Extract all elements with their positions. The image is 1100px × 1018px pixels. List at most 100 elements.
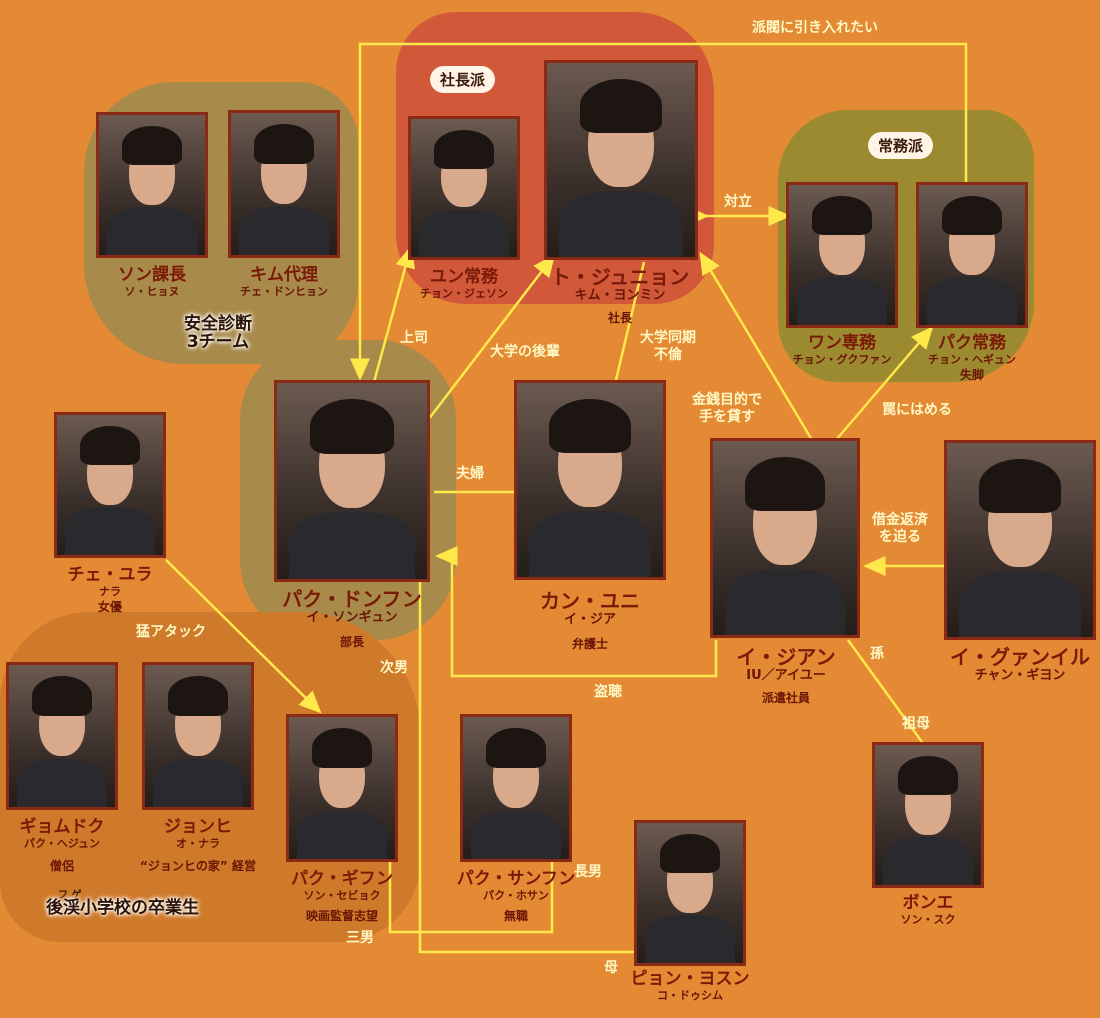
actor-parkjm: チョン・ヘギュン — [928, 352, 1016, 366]
caption-do: ト・ジュニョン キム・ヨンミン 社長 — [551, 266, 690, 326]
label-debt-line2: を迫る — [879, 528, 921, 545]
safety-team-tag: 安全診断 3チーム — [184, 314, 252, 352]
label-junior: 大学の後輩 — [490, 344, 560, 360]
label-loan-line1: 金銭目的で — [692, 392, 762, 408]
name-kim: キム代理 — [250, 265, 318, 285]
caption-gyeom: ギョムドク パク・ヘジュン 僧侶 — [19, 817, 105, 874]
caption-kim: キム代理 チェ・ドンヒョン — [240, 265, 328, 298]
name-gwang: イ・グァンイル — [950, 645, 1090, 669]
label-wiretap: 盗聴 — [594, 684, 622, 700]
role-yura: 女優 — [97, 600, 122, 615]
actor-bonge: ソン・スク — [900, 912, 956, 926]
label-affair-line2: 不倫 — [654, 346, 682, 363]
name-gihun: パク・ギフン — [291, 869, 393, 889]
caption-donghun: パク・ドンフン イ・ソンギュン 部長 — [282, 588, 421, 650]
photo-donghun — [274, 380, 430, 582]
photo-jeonghi — [142, 662, 254, 810]
label-affair: 大学同期 不倫 — [640, 330, 696, 364]
photo-yura — [54, 412, 166, 558]
safety-team-line2: 3チーム — [186, 331, 250, 352]
alumni-furigana: フ ゲ — [58, 890, 82, 901]
actor-byeon: コ・ドゥシム — [657, 988, 723, 1002]
name-sanghun: パク・サンフン — [456, 869, 576, 889]
name-parkjm: パク常務 — [938, 333, 1006, 353]
photo-yun — [408, 116, 520, 260]
actor-kim: チェ・ドンヒョン — [240, 284, 328, 298]
name-bonge: ボンエ — [902, 893, 954, 913]
caption-kang: カン・ユニ イ・ジア 弁護士 — [540, 590, 640, 652]
photo-gwang — [944, 440, 1096, 640]
label-oppose: 対立 — [724, 194, 752, 210]
photo-jian — [710, 438, 860, 638]
name-wang: ワン専務 — [808, 333, 876, 353]
actor-wang: チョン・グクファン — [792, 352, 892, 366]
name-kang: カン・ユニ — [540, 589, 640, 613]
label-eldest: 長男 — [574, 864, 602, 880]
actor-gwang: チャン・ギヨン — [974, 668, 1066, 683]
label-grandmother: 祖母 — [902, 716, 930, 732]
caption-son: ソン課長 ソ・ヒョヌ — [118, 265, 186, 298]
photo-gihun — [286, 714, 398, 862]
actor-gihun: ソン・セビョク — [303, 888, 381, 902]
name-do: ト・ジュニョン — [550, 265, 690, 289]
actor-son: ソ・ヒョヌ — [124, 284, 180, 298]
name-jeonghi: ジョンヒ — [163, 817, 232, 837]
caption-jian: イ・ジアン IU／アイユー 派遣社員 — [736, 646, 835, 706]
caption-sanghun: パク・サンフン パク・ホサン 無職 — [456, 869, 576, 924]
name-byeon: ピョン・ヨスン — [630, 969, 750, 989]
label-boss: 上司 — [400, 330, 428, 346]
label-grandchild: 孫 — [870, 646, 884, 662]
photo-parkjm — [916, 182, 1028, 328]
caption-yun: ユン常務 チョン・ジェソン — [420, 267, 508, 300]
actor-gyeom: パク・ヘジュン — [23, 836, 100, 850]
photo-kang — [514, 380, 666, 580]
photo-son — [96, 112, 208, 258]
actor-jian: IU／アイユー — [746, 668, 826, 683]
label-trap: 罠にはめる — [882, 402, 952, 418]
photo-gyeom — [6, 662, 118, 810]
caption-yura: チェ・ユラ ナラ 女優 — [67, 565, 153, 615]
alumni-tag: 後渓小学校の卒業生 — [46, 898, 199, 918]
label-mother: 母 — [604, 960, 618, 976]
label-loan: 金銭目的で 手を貸す — [692, 392, 762, 426]
label-loan-line2: 手を貸す — [699, 408, 755, 425]
photo-do — [544, 60, 698, 260]
actor-sanghun: パク・ホサン — [483, 888, 549, 902]
role-jeonghi: “ジョンヒの家” 経営 — [140, 859, 256, 874]
name-yura: チェ・ユラ — [67, 565, 153, 585]
name-jian: イ・ジアン — [736, 645, 836, 669]
name-donghun: パク・ドンフン — [282, 587, 422, 611]
label-debt: 借金返済 を迫る — [872, 512, 928, 546]
label-third-son: 三男 — [346, 930, 374, 946]
photo-sanghun — [460, 714, 572, 862]
caption-gwang: イ・グァンイル チャン・ギヨン — [950, 646, 1090, 684]
photo-kim — [228, 110, 340, 258]
caption-wang: ワン専務 チョン・グクファン — [792, 333, 892, 366]
managing-faction-tag: 常務派 — [868, 132, 934, 159]
actor-jeonghi: オ・ナラ — [175, 836, 220, 850]
label-second-son: 次男 — [380, 660, 408, 676]
actor-kang: イ・ジア — [563, 612, 616, 627]
role-do: 社長 — [607, 310, 633, 325]
actor-do: キム・ヨンミン — [574, 288, 666, 303]
name-gyeom: ギョムドク — [19, 817, 105, 837]
caption-jeonghi: ジョンヒ オ・ナラ “ジョンヒの家” 経営 — [140, 817, 256, 874]
actor-yun: チョン・ジェソン — [420, 286, 508, 300]
label-faction: 派閥に引き入れたい — [752, 20, 878, 36]
caption-parkjm: パク常務 チョン・ヘギュン 失脚 — [928, 333, 1016, 383]
role-gihun: 映画監督志望 — [305, 909, 378, 924]
name-son: ソン課長 — [118, 265, 186, 285]
photo-bonge — [872, 742, 984, 888]
caption-bonge: ボンエ ソン・スク — [900, 893, 956, 926]
actor-donghun: イ・ソンギュン — [306, 610, 398, 625]
name-yun: ユン常務 — [430, 267, 498, 287]
safety-team-line1: 安全診断 — [184, 314, 252, 334]
role-parkjm: 失脚 — [959, 368, 984, 383]
caption-byeon: ピョン・ヨスン コ・ドゥシム — [630, 969, 750, 1002]
label-affair-line1: 大学同期 — [640, 330, 696, 346]
role-jian: 派遣社員 — [761, 690, 811, 705]
role-kang: 弁護士 — [571, 636, 608, 651]
president-faction-tag: 社長派 — [430, 66, 496, 93]
actor-yura: ナラ — [99, 584, 121, 598]
label-attack: 猛アタック — [136, 624, 206, 640]
